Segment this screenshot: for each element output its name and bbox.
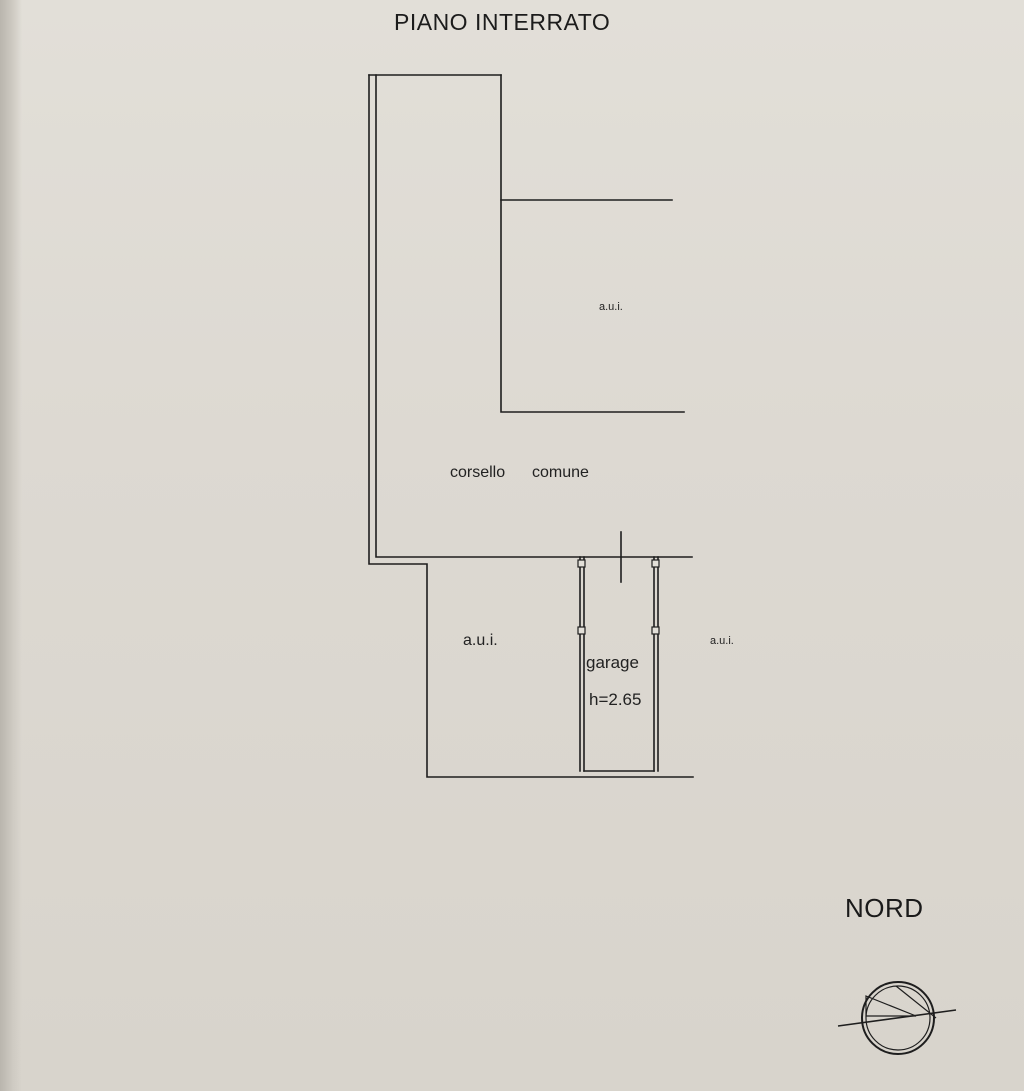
- north-arrow-icon: [837, 981, 957, 1055]
- corridor-right-wall: [500, 74, 685, 413]
- left-wall-inner: [375, 74, 693, 558]
- room-label-corridor-word1: corsello: [450, 464, 506, 481]
- plan-title: PIANO INTERRATO: [394, 9, 611, 35]
- room-label-aui-left: a.u.i.: [463, 632, 498, 649]
- room-label-garage: garage: [586, 653, 639, 672]
- paper-edge-shadow: [0, 0, 22, 1091]
- room-label-aui-right: a.u.i.: [710, 635, 734, 647]
- room-label-garage-height: h=2.65: [589, 690, 642, 709]
- column-marker: [577, 559, 586, 568]
- north-label: NORD: [845, 893, 924, 923]
- column-marker: [651, 559, 660, 568]
- room-label-aui-top: a.u.i.: [599, 301, 623, 313]
- room-label-corridor-word2: comune: [532, 464, 589, 481]
- column-marker: [651, 626, 660, 635]
- column-marker: [577, 626, 586, 635]
- left-wall-outer: [368, 74, 694, 778]
